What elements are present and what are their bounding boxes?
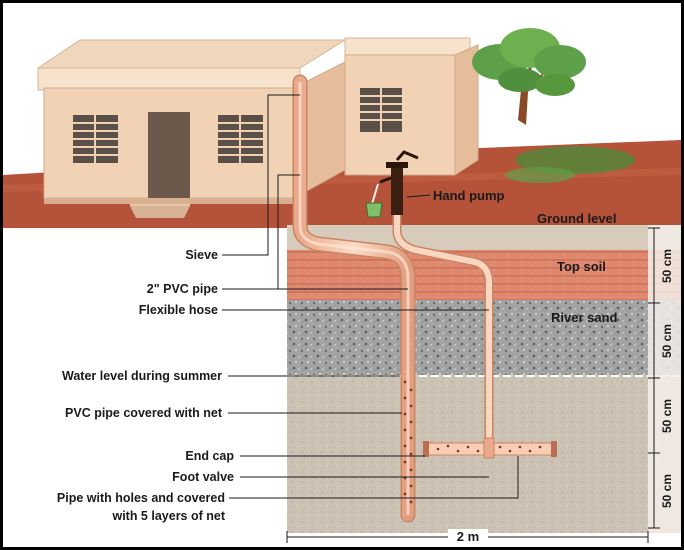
house-illustration xyxy=(36,37,479,218)
leader-lines xyxy=(222,94,519,499)
depth-scale xyxy=(648,227,660,529)
perforated-horizontal-pipe xyxy=(423,437,557,459)
pipe-holes-label-line2: with 5 layers of net xyxy=(111,509,225,523)
tree-illustration xyxy=(472,28,635,183)
hand-pump-label: Hand pump xyxy=(433,188,505,203)
depth-label-4: 50 cm xyxy=(660,474,674,508)
depth-label-3: 50 cm xyxy=(660,399,674,433)
top-soil-label: Top soil xyxy=(557,259,606,274)
end-cap-label: End cap xyxy=(185,449,234,463)
river-sand-label: River sand xyxy=(551,310,618,325)
foot-valve-label: Foot valve xyxy=(172,470,234,484)
pvc-pipe-label: 2" PVC pipe xyxy=(147,282,218,296)
flexible-hose xyxy=(392,215,494,448)
hand-pump-illustration xyxy=(371,150,419,215)
pvc-net-label: PVC pipe covered with net xyxy=(65,406,223,420)
net-covered-pipe-section xyxy=(403,380,413,504)
water-level-label: Water level during summer xyxy=(62,369,222,383)
pipe-holes-label-line1: Pipe with holes and covered xyxy=(57,491,225,505)
flexible-hose-label: Flexible hose xyxy=(139,303,218,317)
river-sand-layer xyxy=(287,300,681,375)
depth-label-1: 50 cm xyxy=(660,249,674,283)
width-label: 2 m xyxy=(457,529,479,544)
sieve-label: Sieve xyxy=(185,248,218,262)
depth-label-2: 50 cm xyxy=(660,324,674,358)
ground-level-label: Ground level xyxy=(537,211,616,226)
bucket-illustration xyxy=(365,202,383,218)
pvc-pipe xyxy=(292,74,416,523)
